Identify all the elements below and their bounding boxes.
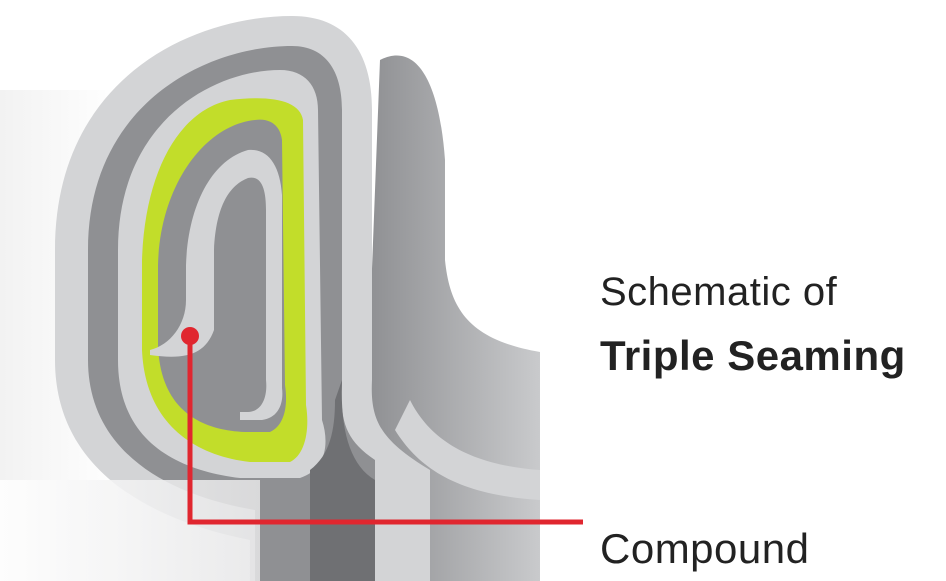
- title-line-1: Schematic of: [600, 270, 838, 314]
- compound-leader-line: [187, 338, 583, 525]
- can-body-wall: [310, 380, 375, 581]
- title-line-2: Triple Seaming: [600, 332, 906, 379]
- can-wall-side-face: [360, 55, 540, 581]
- compound-label: Compound: [600, 525, 810, 572]
- inner-curl-light-layer: [150, 149, 283, 420]
- bottom-fade: [0, 480, 260, 581]
- flange-strip: [395, 400, 540, 500]
- compound-marker-dot: [181, 327, 199, 345]
